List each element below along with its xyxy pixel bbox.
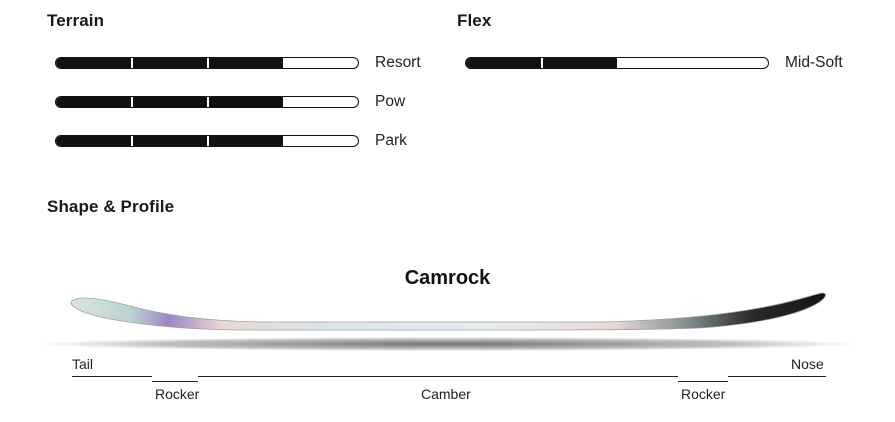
rating-bar-tick (131, 58, 133, 68)
terrain-label: Park (375, 132, 407, 149)
rating-bar-fill (56, 97, 283, 107)
camber-label: Camber (421, 386, 471, 402)
rating-bar (465, 57, 769, 69)
camber-line (198, 376, 678, 377)
terrain-heading: Terrain (47, 11, 105, 30)
flex-label: Mid-Soft (785, 54, 843, 71)
rating-bar-fill (56, 58, 283, 68)
tail-label: Tail (72, 356, 94, 372)
flex-heading: Flex (457, 11, 492, 30)
rocker-left-line (152, 381, 198, 382)
rating-bar-tick (131, 136, 133, 146)
terrain-label: Pow (375, 93, 406, 110)
rating-bar-tick (207, 97, 209, 107)
rating-bar-tick (207, 58, 209, 68)
rocker-right-line (678, 381, 728, 382)
nose-label: Nose (791, 356, 824, 372)
tail-line (72, 376, 152, 377)
rating-bar-tick (131, 97, 133, 107)
profile-name: Camrock (404, 267, 491, 289)
rating-bar-tick (207, 136, 209, 146)
rocker-right-label: Rocker (681, 386, 726, 402)
rocker-left-label: Rocker (155, 386, 200, 402)
rating-bar-fill (56, 136, 283, 146)
nose-line (728, 376, 826, 377)
rating-bar-tick (541, 58, 543, 68)
board-shadow (38, 337, 858, 351)
snowboard (70, 292, 826, 331)
rating-bar (55, 57, 359, 69)
shape-profile-heading: Shape & Profile (47, 197, 175, 216)
rating-bar (55, 135, 359, 147)
rating-bar (55, 96, 359, 108)
terrain-label: Resort (375, 54, 421, 71)
